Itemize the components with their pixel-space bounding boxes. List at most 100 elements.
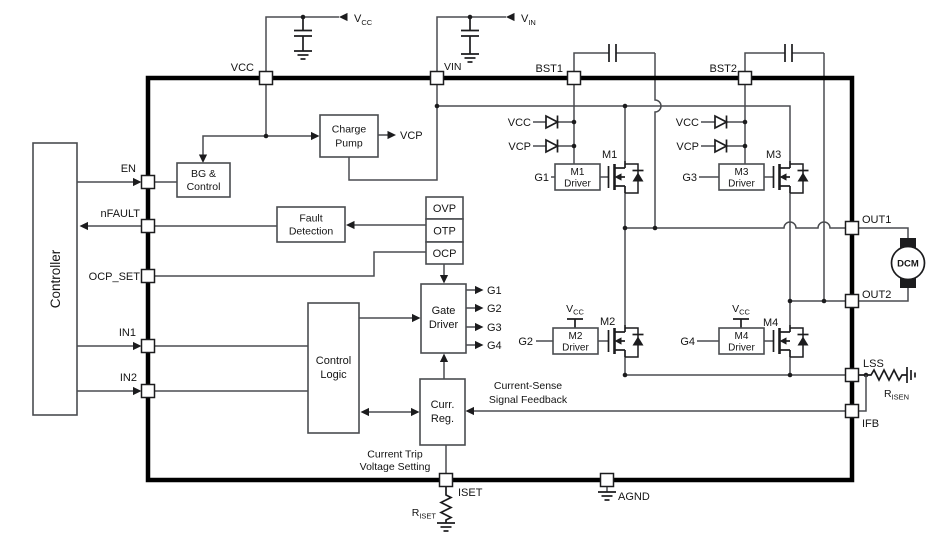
mosfet-m1-icon: [607, 159, 645, 195]
gate-driver-block: [420, 283, 467, 354]
vcp-diode-icon: [714, 138, 728, 154]
m1-driver-label-2: Driver: [564, 179, 591, 190]
ground-icon: [597, 491, 617, 501]
motor-network: DCM: [858, 227, 926, 302]
motor-terminal-icon: [900, 278, 916, 288]
m1-driver-block: [554, 163, 601, 191]
junction-dots: [263, 103, 869, 378]
feedback-annotation-1: Current-Sense: [494, 380, 562, 392]
curr-reg-label-2: Reg.: [431, 413, 454, 425]
vin-supply-label: VIN: [521, 13, 536, 27]
pin-bst2: [737, 70, 753, 86]
vin-supply-network: [436, 12, 515, 72]
diode-label-vcc: VCC: [676, 117, 699, 129]
curr-reg-block: [419, 378, 466, 446]
bg-control-block: [176, 162, 231, 198]
dc-motor-icon: [890, 245, 926, 281]
fault-detection-label-2: Detection: [289, 226, 334, 238]
curr-reg-label-1: Curr.: [431, 399, 455, 411]
pin-label-out2: OUT2: [862, 289, 891, 301]
fault-detection-label-1: Fault: [299, 213, 322, 225]
ocp-block: [425, 241, 464, 265]
m3-driver-label-1: M3: [735, 167, 749, 178]
gate-driver-label-1: Gate: [432, 305, 456, 317]
current-sense-network: [858, 366, 916, 412]
controller-block: [32, 142, 78, 416]
ground-icon: [436, 522, 456, 532]
driver-input-label-g4: G4: [680, 336, 695, 348]
mosfet-m3-icon: [772, 159, 810, 195]
diode-label-vcp: VCP: [676, 141, 699, 153]
ground-icon: [460, 53, 480, 63]
pin-vin: [429, 70, 445, 86]
charge-pump-label-1: Charge: [332, 124, 367, 136]
pin-label-en: EN: [121, 163, 136, 175]
m2-driver-label-1: M2: [569, 331, 583, 342]
otp-label: OTP: [433, 226, 456, 238]
pin-label-lss: LSS: [863, 358, 884, 370]
vcc-supply-label: VCC: [354, 13, 373, 27]
gate-driver-label-2: Driver: [429, 319, 459, 331]
bst1-capacitor-icon: [608, 44, 617, 62]
bst1-bootstrap-network: [573, 44, 662, 228]
m4-driver-supply-label: VCC: [732, 303, 750, 317]
ground-icon: [293, 50, 313, 60]
vcp-label: VCP: [400, 130, 423, 142]
agnd-network: [597, 486, 617, 501]
m3-driver-block: [718, 163, 765, 191]
pin-in2: [140, 383, 156, 399]
pin-vcc: [258, 70, 274, 86]
vcc-supply-network: [265, 12, 348, 72]
risen-label: RISEN: [884, 388, 909, 402]
control-logic-block: [307, 302, 360, 434]
pin-label-nfault: nFAULT: [100, 208, 140, 220]
control-logic-label-1: Control: [316, 355, 351, 367]
riset-resistor-icon: [439, 486, 453, 523]
trip-annotation-1: Current Trip: [367, 449, 423, 461]
arrowheads: [79, 130, 484, 417]
pin-agnd: [599, 472, 615, 488]
m1-driver-label-1: M1: [571, 167, 585, 178]
pin-label-in1: IN1: [119, 327, 136, 339]
mosfet-label-m4: M4: [763, 317, 778, 329]
pin-lss: [844, 367, 860, 383]
risen-resistor-icon: [858, 368, 907, 382]
pin-label-in2: IN2: [120, 372, 137, 384]
mosfet-label-m1: M1: [602, 149, 617, 161]
bst2-capacitor-icon: [784, 44, 793, 62]
pin-label-ifb: IFB: [862, 418, 879, 430]
mosfet-m4-icon: [772, 323, 810, 359]
trip-annotation-2: Voltage Setting: [360, 461, 431, 473]
driver-input-label-g1: G1: [534, 172, 549, 184]
pin-label-iset: ISET: [458, 487, 483, 499]
pin-ocp-set: [140, 268, 156, 284]
iset-network: [436, 486, 456, 532]
pin-iset: [438, 472, 454, 488]
gate-output-label-g1: G1: [487, 285, 502, 297]
pin-label-bst1: BST1: [535, 63, 563, 75]
fault-detection-block: [276, 206, 346, 243]
charge-pump-label-2: Pump: [335, 138, 363, 150]
gate-output-label-g2: G2: [487, 303, 502, 315]
pin-out1: [844, 220, 860, 236]
mosfet-m2-icon: [607, 323, 645, 359]
driver-input-label-g2: G2: [518, 336, 533, 348]
vcp-diode-icon: [545, 138, 559, 154]
pin-label-vin: VIN: [444, 61, 462, 73]
vin-bypass-capacitor-icon: [461, 17, 479, 54]
mosfet-label-m3: M3: [766, 149, 781, 161]
pin-nfault: [140, 218, 156, 234]
riset-label: RISET: [412, 507, 437, 521]
vin-supply-arrow-icon: [506, 12, 515, 22]
gate-output-label-g4: G4: [487, 340, 502, 352]
bg-control-label-2: Control: [187, 181, 221, 193]
internal-wires: [77, 84, 846, 474]
vcc-bypass-capacitor-icon: [294, 17, 312, 51]
pin-label-ocp-set: OCP_SET: [89, 271, 141, 283]
m3-driver-label-2: Driver: [728, 179, 755, 190]
pin-en: [140, 174, 156, 190]
ground-icon: [906, 366, 916, 384]
pin-label-agnd: AGND: [618, 491, 650, 503]
diode-label-vcc: VCC: [508, 117, 531, 129]
